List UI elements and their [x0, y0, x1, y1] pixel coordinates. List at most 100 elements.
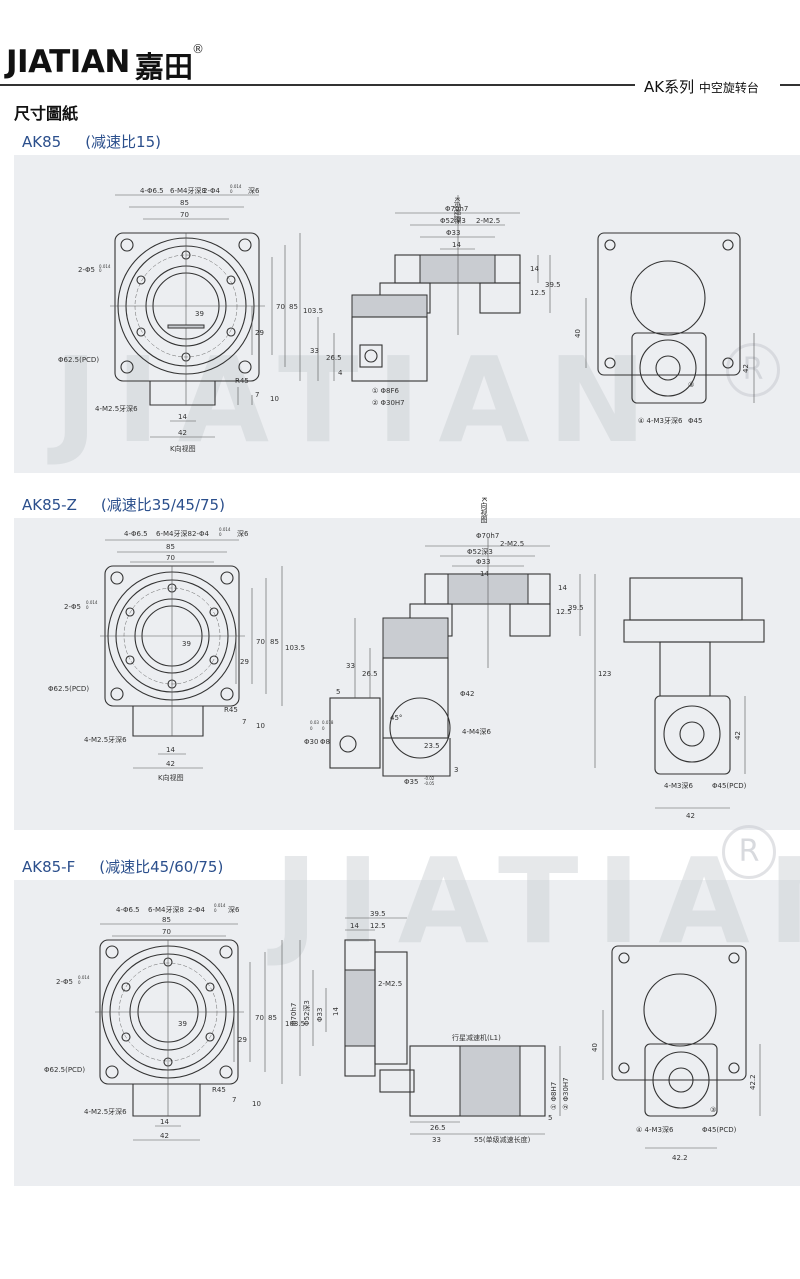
drawing-ak85: 4-Φ6.5 6-M4牙深8 2-Φ4 0.014 0 深6 85 70 2-Φ…	[58, 184, 755, 453]
series-title: AK系列 中空旋转台	[644, 76, 759, 97]
dim-39-c: 39	[178, 1020, 187, 1028]
k-view-label-a: K向视图	[170, 444, 196, 453]
dim-395-a: 39.5	[545, 281, 561, 289]
dim-29-b: 29	[240, 658, 249, 666]
dim-42-a: 42	[178, 429, 187, 437]
dim-hole-a: 4-Φ6.5	[140, 187, 164, 195]
model-name: AK85	[22, 133, 62, 151]
dim-70-a: 70	[180, 211, 189, 219]
dim-39-a: 39	[195, 310, 204, 318]
dim-10-b: 10	[256, 722, 265, 730]
dim-pcd-a: Φ62.5(PCD)	[58, 356, 99, 364]
dim-70h7-c: Φ70h7	[290, 1003, 298, 1026]
front-view: 4-Φ6.5 6-M4牙深8 2-Φ4 0.014 0 深6 85 70 2-Φ…	[44, 903, 305, 1141]
series-name: AK系列	[644, 78, 695, 96]
dim-r45-c: R45	[212, 1086, 226, 1094]
dim-33-a: Φ33	[446, 229, 460, 237]
series-subtitle: 中空旋转台	[698, 81, 759, 95]
dim-hole-b: 4-Φ6.5	[124, 530, 148, 538]
dim-m3-c: ④ 4-M3深6	[636, 1125, 674, 1134]
dim-70v-c: 70	[255, 1014, 264, 1022]
dim-pin-c: 2-Φ4	[188, 906, 205, 914]
dim-10-c: 10	[252, 1100, 261, 1108]
dim-m25-b: 4-M2.5牙深6	[84, 735, 127, 744]
drawing-ak85-z: 4-Φ6.5 6-M4牙深8 2-Φ4 0.014 0 深6 85 70 2-Φ…	[48, 527, 765, 820]
dim-m25-c: 4-M2.5牙深6	[84, 1107, 127, 1116]
dim-42-c: 42	[160, 1132, 169, 1140]
model-name: AK85-F	[22, 858, 76, 876]
dim-70-c: 70	[162, 928, 171, 936]
dim-1035-a: 103.5	[303, 307, 323, 315]
dim-70-b: 70	[166, 554, 175, 562]
dim-14v-c: 14	[332, 1007, 340, 1016]
dim-14-c: 14	[160, 1118, 169, 1126]
dim-29-a: 29	[255, 329, 264, 337]
dim-235-b: 23.5	[424, 742, 440, 750]
dim-33v-a: 33	[310, 347, 319, 355]
dim-thread-a: 6-M4牙深8	[170, 186, 206, 195]
dim-5-c: 5	[548, 1114, 552, 1122]
watermark-mark: R	[726, 343, 780, 397]
dim-14h-b: 14	[480, 570, 489, 578]
section-title: 尺寸圖紙	[14, 104, 79, 123]
dim-39-b: 39	[182, 640, 191, 648]
dim-tol-up-b: 0.014	[219, 527, 231, 532]
callout-3-c: ③	[710, 1106, 716, 1114]
panel-title-ak85: AK85 (减速比15)	[22, 131, 161, 152]
dim-depth-b: 深6	[237, 529, 249, 538]
reduction-ratio: (减速比15)	[85, 133, 161, 151]
dim-tol-lo-b: 0	[219, 532, 222, 537]
dim-55-c: 55(单级减速长度)	[474, 1135, 531, 1144]
dim-123-b: 123	[598, 670, 611, 678]
dim-pin-a: 2-Φ4	[203, 187, 220, 195]
dim-40r-a: 40	[574, 329, 582, 338]
reduction-ratio: (减速比35/45/75)	[100, 496, 225, 514]
dim-8-b: Φ8	[320, 738, 330, 746]
dim-tol-lo-c: 0	[214, 908, 217, 913]
dim-35-tol-lo-b: -0.05	[424, 781, 435, 786]
dim-5-b: 5	[336, 688, 340, 696]
dim-42-b: 42	[166, 760, 175, 768]
dim-70v-a: 70	[276, 303, 285, 311]
dim-45deg-b: 45°	[390, 714, 402, 722]
dim-m25s-a: 2-M2.5	[476, 217, 500, 225]
dim-7-c: 7	[232, 1096, 236, 1104]
front-view: 4-Φ6.5 6-M4牙深8 2-Φ4 0.014 0 深6 85 70 2-Φ…	[58, 184, 323, 453]
dim-85-a: 85	[180, 199, 189, 207]
brand-logo-text: JIATIAN	[6, 44, 130, 80]
side-view: Φ70h7 2-M2.5 Φ52深3 Φ33 14 14 12.5 39.5 1…	[304, 532, 611, 786]
panel-title-ak85-z: AK85-Z(减速比35/45/75)	[22, 494, 225, 515]
dim-42b-b: 42	[686, 812, 695, 820]
dim-14-a: 14	[178, 413, 187, 421]
reduction-ratio: (减速比45/60/75)	[99, 858, 224, 876]
dim-m3-a: ④ 4-M3牙深6	[638, 416, 683, 425]
dim-85-c: 85	[162, 916, 171, 924]
dim-125-c: 12.5	[370, 922, 386, 930]
dim-52-a: Φ52深3	[440, 216, 466, 225]
dim-42r-a: 42	[742, 364, 750, 373]
end-view: 40 42.2 ③ ④ 4-M3深6 Φ45(PCD) 42.2	[591, 945, 761, 1162]
callout-3-a: ③	[688, 381, 694, 389]
dim-85v-c: 85	[268, 1014, 277, 1022]
dim-hole-c: 4-Φ6.5	[116, 906, 140, 914]
dim-tol5-lo-a: 0	[99, 268, 102, 273]
dim-30h7-a: ② Φ30H7	[372, 399, 405, 407]
dim-pin5-c: 2-Φ5	[56, 978, 73, 986]
dim-m25-a: 4-M2.5牙深6	[95, 404, 138, 413]
dim-r45-a: R45	[235, 377, 249, 385]
dim-depth-a: 深6	[248, 186, 260, 195]
dim-40r-c: 40	[591, 1043, 599, 1052]
dim-30h7-c: ② Φ30H7	[562, 1077, 570, 1110]
page-header: JIATIAN 嘉田 ® AK系列 中空旋转台	[0, 0, 800, 100]
dim-7-b: 7	[242, 718, 246, 726]
dim-42d-b: Φ42	[460, 690, 474, 698]
dim-pcd-b: Φ62.5(PCD)	[48, 685, 89, 693]
dim-70h7-a: Φ70h7	[445, 205, 468, 213]
dim-395-c: 39.5	[370, 910, 386, 918]
registered-mark: ®	[192, 42, 204, 56]
dim-8h7-c: ① Φ8H7	[550, 1082, 558, 1110]
dim-1035-b: 103.5	[285, 644, 305, 652]
drawing-ak85-f: 4-Φ6.5 6-M4牙深8 2-Φ4 0.014 0 深6 85 70 2-Φ…	[44, 903, 761, 1162]
panel-title-ak85-f: AK85-F (减速比45/60/75)	[22, 856, 223, 877]
dim-125-a: 12.5	[530, 289, 546, 297]
